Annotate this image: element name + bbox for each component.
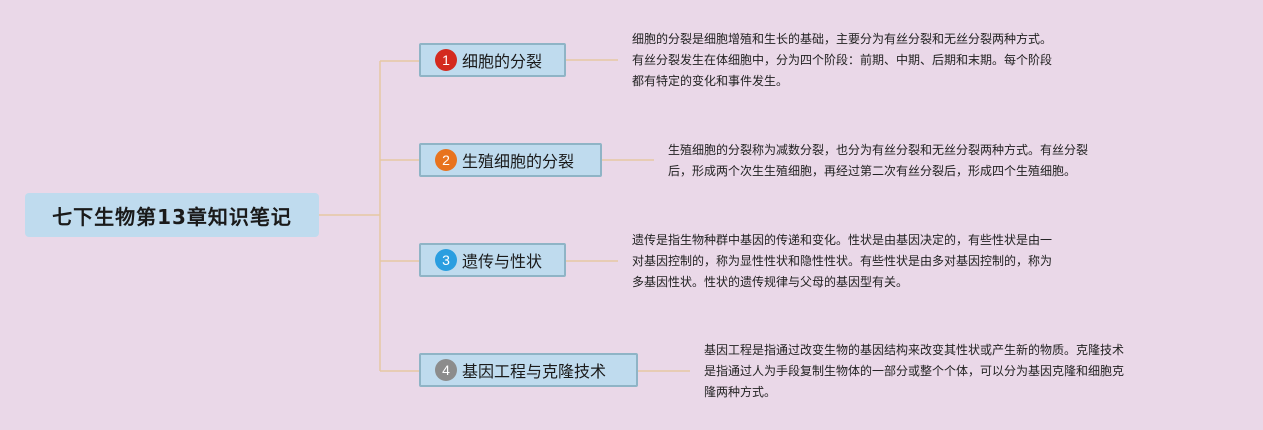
number-badge-icon: 1 <box>435 49 457 71</box>
branch-description-germ-cell-division: 生殖细胞的分裂称为减数分裂，也分为有丝分裂和无丝分裂两种方式。有丝分裂 后，形成… <box>668 143 1089 178</box>
branch-node-cell-division[interactable]: 1 细胞的分裂 <box>419 43 566 77</box>
number-badge-icon: 3 <box>435 249 457 271</box>
branch-node-genetic-engineering[interactable]: 4 基因工程与克隆技术 <box>419 353 638 387</box>
root-title: 七下生物第13章知识笔记 <box>52 204 292 229</box>
branch-description-cell-division: 细胞的分裂是细胞增殖和生长的基础，主要分为有丝分裂和无丝分裂两种方式。 有丝分裂… <box>632 32 1053 88</box>
branch-node-heredity-traits[interactable]: 3 遗传与性状 <box>419 243 566 277</box>
branch-title: 生殖细胞的分裂 <box>462 152 575 171</box>
root-node[interactable]: 七下生物第13章知识笔记 <box>25 193 319 237</box>
branch-title: 基因工程与克隆技术 <box>462 362 607 381</box>
branch-node-germ-cell-division[interactable]: 2 生殖细胞的分裂 <box>419 143 602 177</box>
branch-description-genetic-engineering: 基因工程是指通过改变生物的基因结构来改变其性状或产生新的物质。克隆技术 是指通过… <box>704 343 1125 399</box>
branch-title: 细胞的分裂 <box>462 52 543 71</box>
branch-title: 遗传与性状 <box>462 252 543 271</box>
number-badge-icon: 2 <box>435 149 457 171</box>
number-badge-icon: 4 <box>435 359 457 381</box>
branch-description-heredity-traits: 遗传是指生物种群中基因的传递和变化。性状是由基因决定的，有些性状是由一 对基因控… <box>632 233 1053 289</box>
